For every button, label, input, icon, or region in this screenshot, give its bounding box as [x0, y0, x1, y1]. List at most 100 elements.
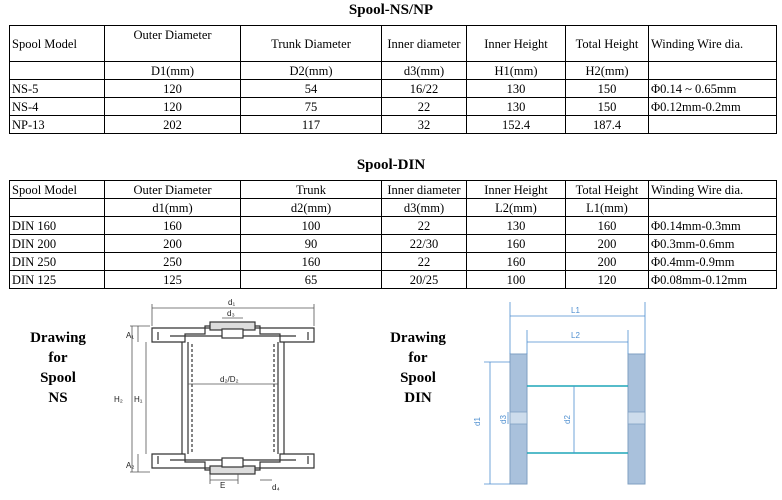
din-unit-cell: L2(mm)	[466, 198, 566, 217]
table-row: NP-13 202 117 32 152.4 187.4	[9, 115, 777, 134]
din-unit-cell: d3(mm)	[381, 198, 467, 217]
table-row: DIN 125 125 65 20/25 100 120 Φ0.08mm-0.1…	[9, 270, 777, 289]
din-table-title: Spool-DIN	[356, 157, 426, 173]
value-cell: 22	[381, 97, 467, 116]
value-cell: 65	[240, 270, 382, 289]
value-cell: 160	[565, 216, 649, 235]
value-cell: 54	[240, 79, 382, 98]
value-cell: 100	[466, 270, 566, 289]
ns-label-e: E	[220, 481, 225, 490]
wire-cell: Φ0.12mm-0.2mm	[648, 97, 777, 116]
din-header-cell: Outer Diameter	[104, 180, 241, 199]
value-cell: 160	[466, 252, 566, 271]
ns-spec-table: Spool Model Outer Diameter Trunk Diamete…	[9, 25, 777, 134]
din-unit-cell	[648, 198, 777, 217]
din-unit-cell	[9, 198, 105, 217]
din-label-d2: d2	[563, 415, 572, 424]
value-cell: 160	[240, 252, 382, 271]
value-cell: 152.4	[466, 115, 566, 134]
ns-header-cell: Trunk Diameter	[240, 25, 382, 62]
value-cell: 100	[240, 216, 382, 235]
wire-cell: Φ0.14 ~ 0.65mm	[648, 79, 777, 98]
table-row: DIN 250 250 160 22 160 200 Φ0.4mm-0.9mm	[9, 252, 777, 271]
ns-header-cell: Inner diameter	[381, 25, 467, 62]
value-cell: 22	[381, 252, 467, 271]
value-cell: 120	[565, 270, 649, 289]
ns-label-d1: d₁	[228, 298, 235, 307]
value-cell: 130	[466, 97, 566, 116]
din-header-cell: Total Height	[565, 180, 649, 199]
table-row: DIN 160 160 100 22 130 160 Φ0.14mm-0.3mm	[9, 216, 777, 235]
wire-cell: Φ0.4mm-0.9mm	[648, 252, 777, 271]
value-cell: 22	[381, 216, 467, 235]
value-cell: 150	[565, 79, 649, 98]
value-cell: 160	[104, 216, 241, 235]
din-label-d3: d3	[499, 415, 508, 424]
ns-unit-cell	[9, 61, 105, 80]
value-cell: 120	[104, 79, 241, 98]
ns-label-a2: A₂	[126, 461, 134, 470]
model-cell: DIN 160	[9, 216, 105, 235]
ns-label-d3: d₃	[227, 309, 235, 318]
ns-header-cell: Total Height	[565, 25, 649, 62]
ns-table-title: Spool-NS/NP	[348, 2, 434, 18]
model-cell: DIN 125	[9, 270, 105, 289]
value-cell: 75	[240, 97, 382, 116]
value-cell: 187.4	[565, 115, 649, 134]
ns-label-a1: A₁	[126, 331, 134, 340]
din-spec-table: Spool Model Outer Diameter Trunk Inner d…	[9, 180, 777, 289]
ns-label-d4: d₄	[272, 483, 280, 492]
table-row: NS-5 120 54 16/22 130 150 Φ0.14 ~ 0.65mm	[9, 79, 777, 98]
ns-label-h2: H₂	[114, 395, 123, 404]
value-cell: 22/30	[381, 234, 467, 253]
wire-cell	[648, 115, 777, 134]
ns-label-h1: H₁	[134, 395, 143, 404]
value-cell: 20/25	[381, 270, 467, 289]
table-row: DIN 200 200 90 22/30 160 200 Φ0.3mm-0.6m…	[9, 234, 777, 253]
ns-header-cell: Outer Diameter	[104, 25, 241, 62]
ns-unit-cell: D2(mm)	[240, 61, 382, 80]
value-cell: 120	[104, 97, 241, 116]
value-cell: 125	[104, 270, 241, 289]
value-cell: 200	[565, 252, 649, 271]
value-cell: 202	[104, 115, 241, 134]
ns-header-cell: Spool Model	[9, 25, 105, 62]
value-cell: 200	[565, 234, 649, 253]
ns-unit-cell	[648, 61, 777, 80]
ns-unit-cell: d3(mm)	[381, 61, 467, 80]
value-cell: 250	[104, 252, 241, 271]
wire-cell: Φ0.08mm-0.12mm	[648, 270, 777, 289]
value-cell: 200	[104, 234, 241, 253]
value-cell: 117	[240, 115, 382, 134]
din-header-cell: Winding Wire dia.	[648, 180, 777, 199]
ns-drawing-caption: Drawing for Spool NS	[30, 330, 86, 406]
din-unit-row: d1(mm) d2(mm) d3(mm) L2(mm) L1(mm)	[9, 198, 777, 217]
din-header-cell: Inner Height	[466, 180, 566, 199]
table-row: NS-4 120 75 22 130 150 Φ0.12mm-0.2mm	[9, 97, 777, 116]
model-cell: NS-5	[9, 79, 105, 98]
wire-cell: Φ0.3mm-0.6mm	[648, 234, 777, 253]
din-label-l2: L2	[571, 331, 580, 340]
value-cell: 16/22	[381, 79, 467, 98]
din-header-row: Spool Model Outer Diameter Trunk Inner d…	[9, 180, 777, 199]
ns-header-row: Spool Model Outer Diameter Trunk Diamete…	[9, 25, 777, 62]
value-cell: 130	[466, 216, 566, 235]
value-cell: 32	[381, 115, 467, 134]
value-cell: 90	[240, 234, 382, 253]
ns-label-d2-D2: d₂/D₂	[220, 375, 239, 384]
din-unit-cell: d2(mm)	[240, 198, 382, 217]
ns-unit-row: D1(mm) D2(mm) d3(mm) H1(mm) H2(mm)	[9, 61, 777, 80]
value-cell: 130	[466, 79, 566, 98]
din-label-d1: d1	[473, 417, 482, 426]
wire-cell: Φ0.14mm-0.3mm	[648, 216, 777, 235]
din-drawing-caption: Drawing for Spool DIN	[390, 330, 446, 406]
din-unit-cell: L1(mm)	[565, 198, 649, 217]
model-cell: NP-13	[9, 115, 105, 134]
model-cell: DIN 200	[9, 234, 105, 253]
ns-spool-drawing: d₁ d₃ d₂/D₂ A₁ A₂ H₂ H₁ E d₄	[114, 298, 315, 492]
ns-unit-cell: H1(mm)	[466, 61, 566, 80]
ns-header-cell: Winding Wire dia.	[648, 25, 777, 62]
value-cell: 150	[565, 97, 649, 116]
din-header-cell: Inner diameter	[381, 180, 467, 199]
din-label-l1: L1	[571, 306, 580, 315]
